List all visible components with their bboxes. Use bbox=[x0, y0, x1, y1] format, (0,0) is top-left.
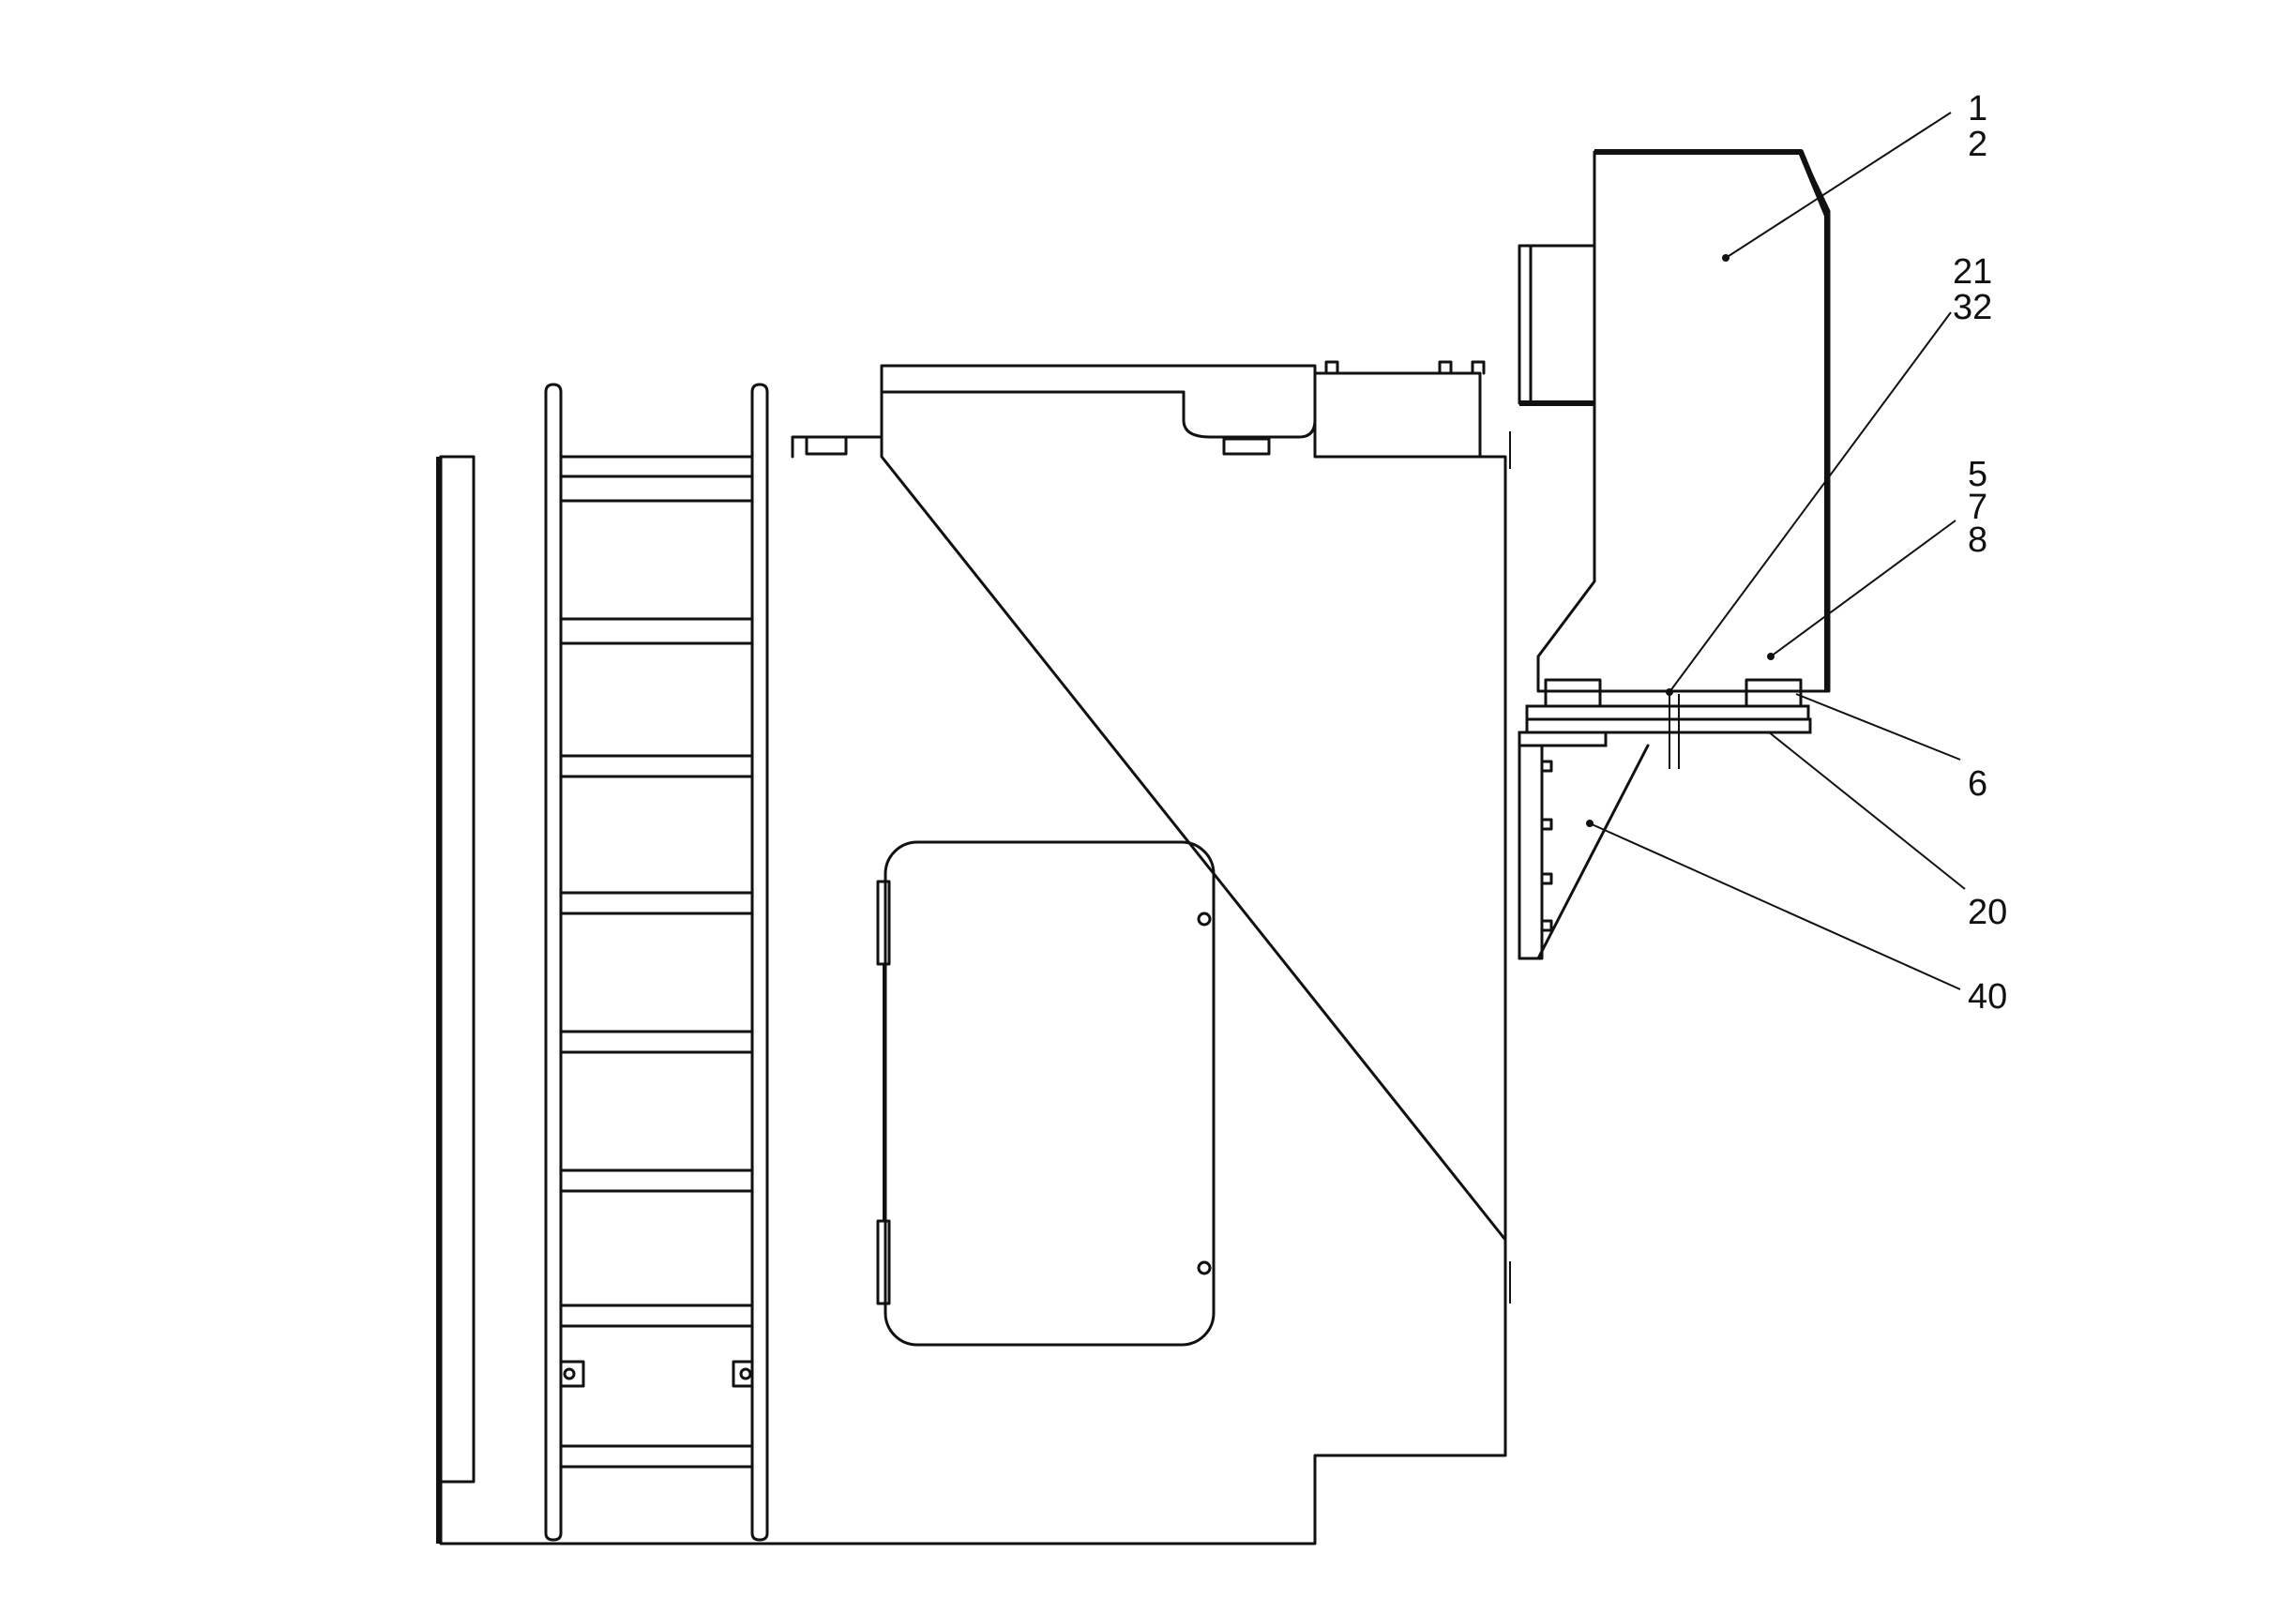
leader-lines bbox=[1586, 112, 1966, 990]
callout-label: 5 bbox=[1968, 455, 1987, 494]
ladder bbox=[544, 383, 769, 1542]
callout-20: 20 bbox=[1968, 893, 2007, 932]
upper-cabinet bbox=[1518, 149, 1831, 693]
callout-1-2: 1 2 bbox=[1968, 89, 1987, 164]
callout-label: 7 bbox=[1968, 488, 1987, 527]
main-body-outline bbox=[439, 364, 1507, 1545]
ladder-left-rail bbox=[544, 383, 563, 1542]
top-bolts bbox=[1324, 360, 1486, 375]
callout-label: 32 bbox=[1953, 288, 1992, 327]
top-fixture-right bbox=[1222, 437, 1271, 456]
access-door bbox=[876, 840, 1216, 1347]
top-fixture-small bbox=[805, 435, 848, 456]
ladder-right-rail bbox=[750, 383, 769, 1542]
callout-label: 21 bbox=[1953, 252, 1992, 292]
callout-40: 40 bbox=[1968, 977, 2007, 1017]
support-bracket bbox=[1518, 744, 1650, 960]
callout-21-32: 21 32 bbox=[1953, 252, 1992, 327]
ladder-bracket-right bbox=[732, 1360, 754, 1388]
door-hinge-bottom bbox=[876, 1219, 891, 1305]
callout-label: 1 bbox=[1968, 89, 1987, 128]
ladder-bracket-left bbox=[559, 1360, 585, 1388]
callout-label: 2 bbox=[1968, 125, 1987, 164]
callout-label: 6 bbox=[1968, 764, 1987, 804]
callout-label: 20 bbox=[1968, 893, 2007, 932]
callout-label: 8 bbox=[1968, 520, 1987, 560]
cabinet-top-thick bbox=[1594, 149, 1830, 691]
isolator-left bbox=[1544, 678, 1602, 708]
ladder-rungs bbox=[559, 475, 754, 1469]
callout-label: 40 bbox=[1968, 977, 2007, 1017]
mounting-base bbox=[1518, 678, 1812, 769]
base-plate-lower bbox=[1518, 731, 1608, 747]
base-plate-top bbox=[1525, 704, 1810, 721]
cabinet-outline bbox=[1536, 150, 1831, 693]
door-latch-top bbox=[1197, 912, 1212, 927]
callout-6: 6 bbox=[1968, 764, 1987, 804]
left-side-panel bbox=[439, 455, 476, 1484]
door-latch-bottom bbox=[1197, 1260, 1212, 1275]
door-hinge-top bbox=[876, 880, 891, 966]
main-body-top bbox=[791, 371, 1482, 459]
isolator-right bbox=[1745, 678, 1803, 708]
callout-5-7-8: 5 7 8 bbox=[1968, 455, 1987, 560]
